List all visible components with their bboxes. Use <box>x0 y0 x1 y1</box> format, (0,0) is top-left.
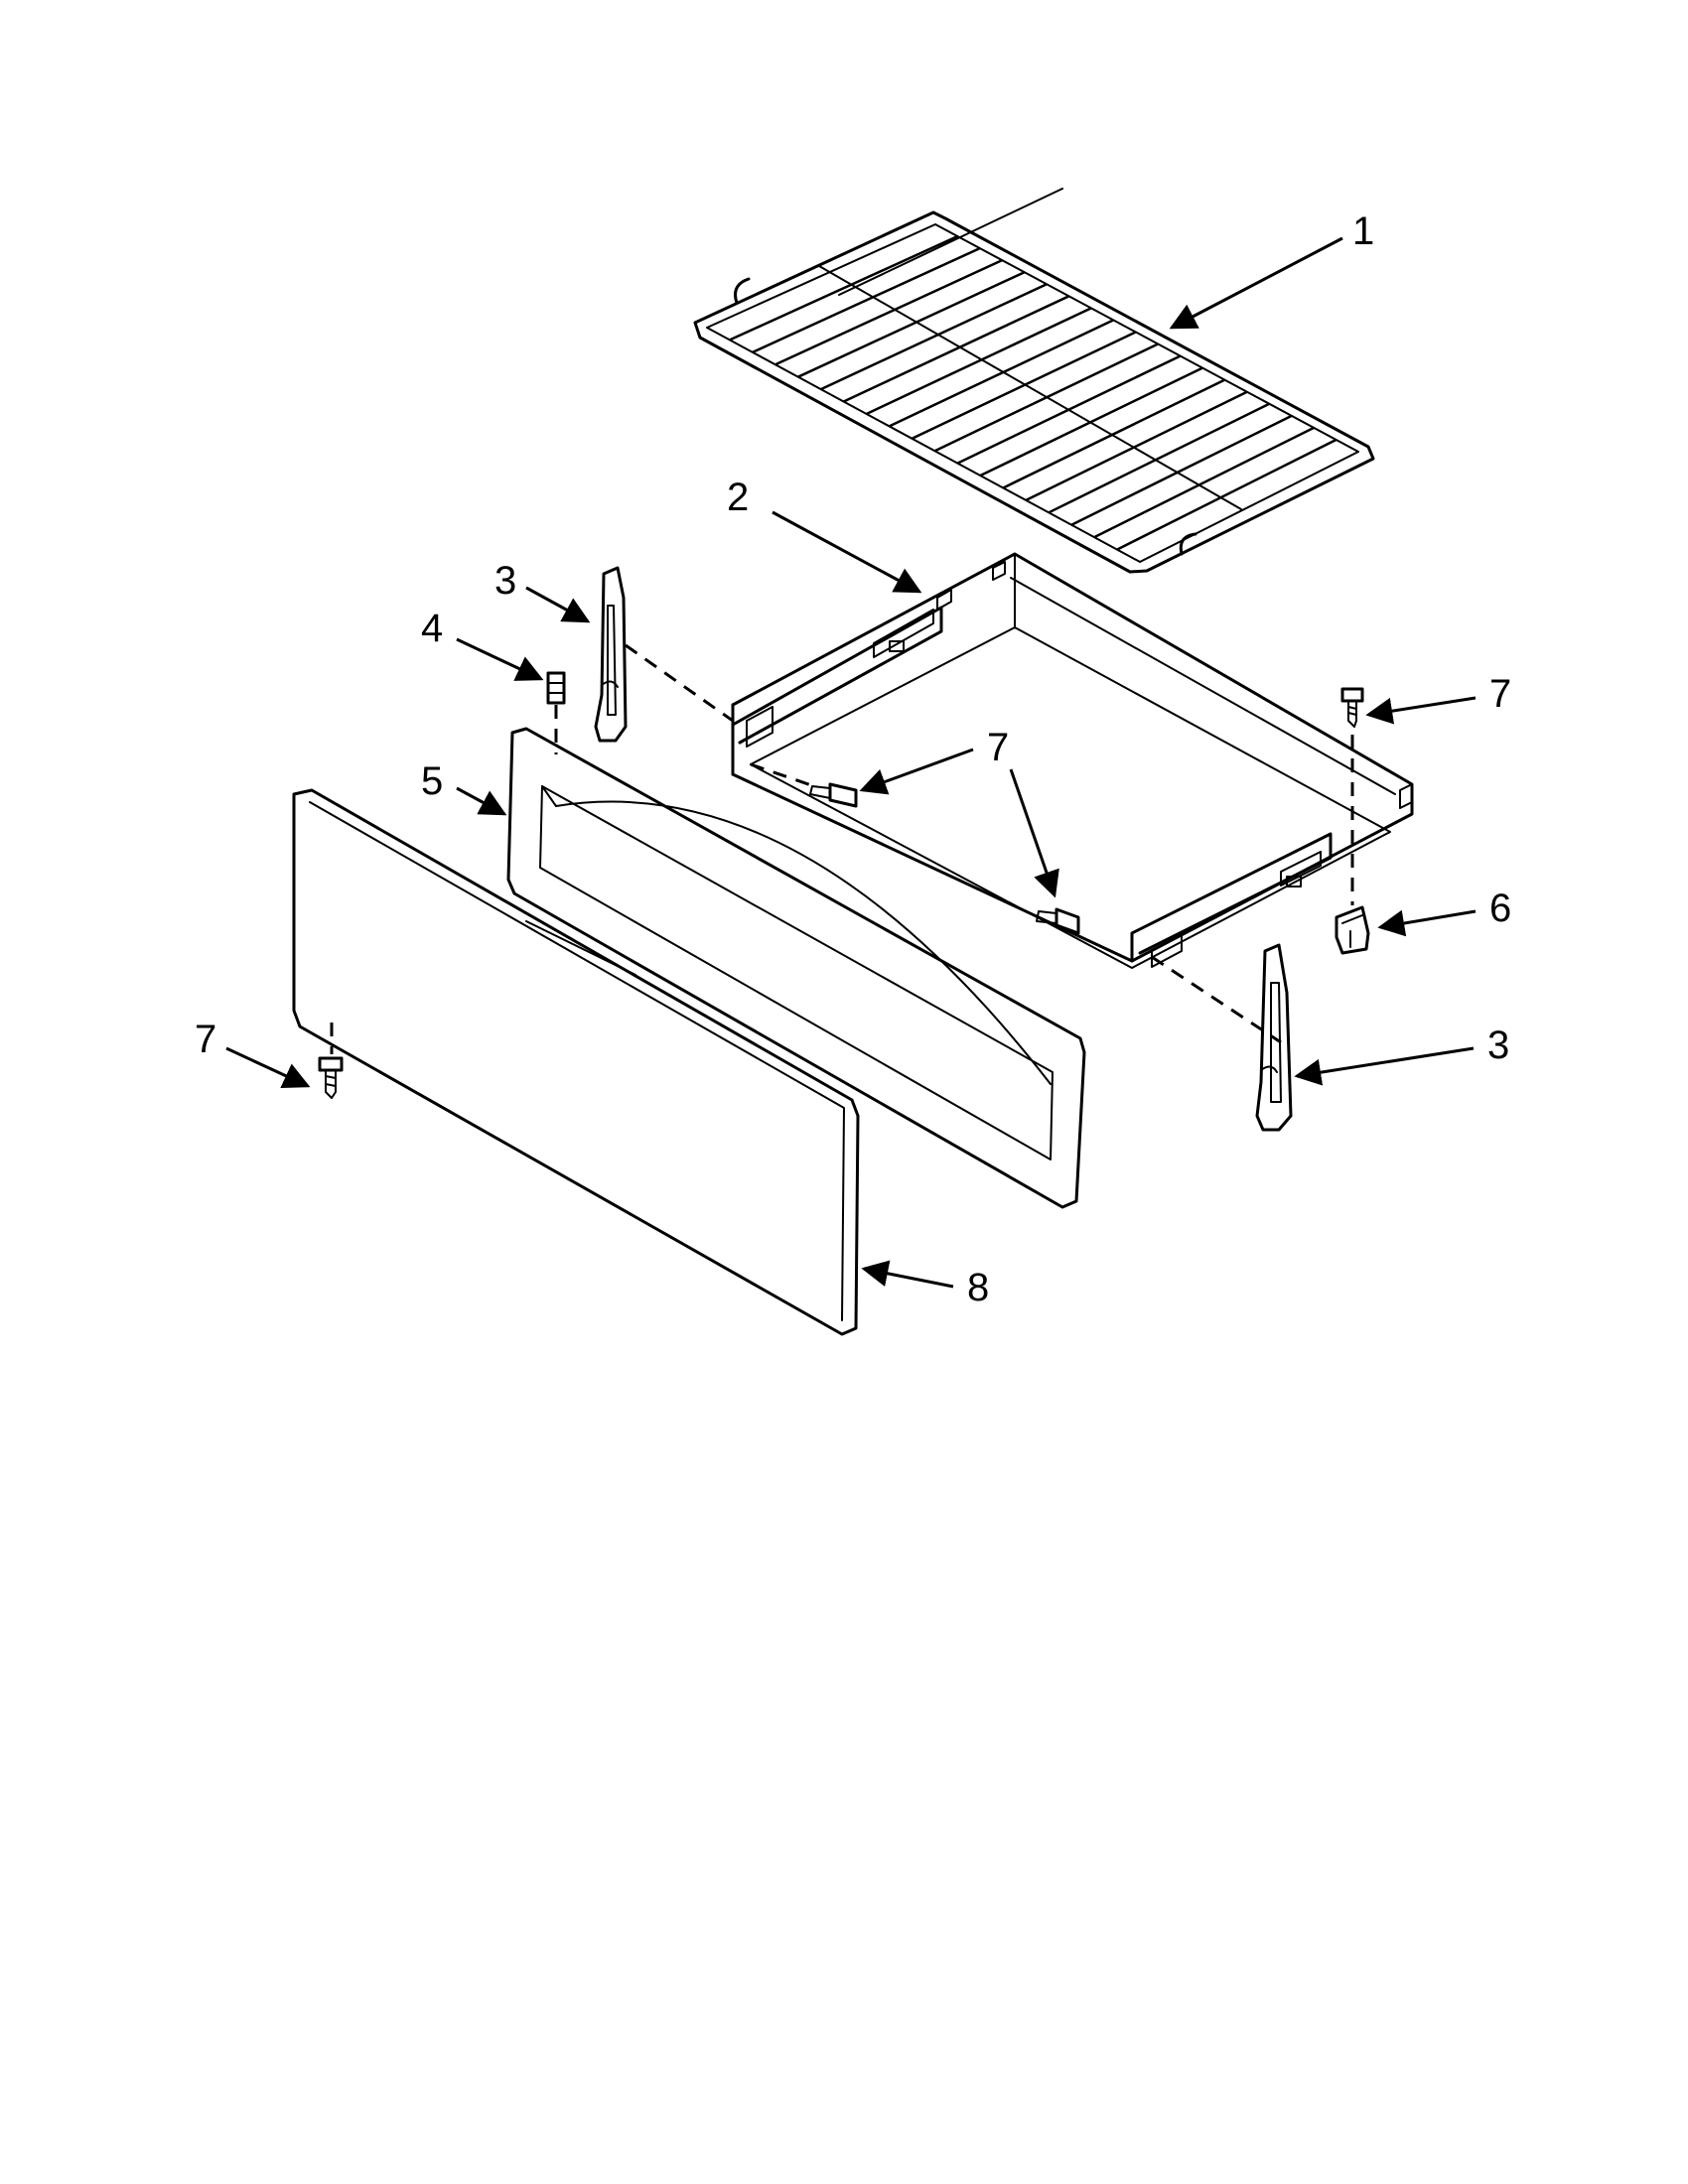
callout-4: 4 <box>421 607 443 650</box>
rack-wire <box>979 366 1203 478</box>
callout-3-right: 3 <box>1487 1024 1509 1067</box>
drawer-front-panel <box>292 788 860 1336</box>
rack-wire <box>889 319 1114 428</box>
callout-3-left: 3 <box>494 559 516 603</box>
drawer-slide-left <box>594 566 628 743</box>
callout-6: 6 <box>1489 887 1511 930</box>
callout-7-top-right: 7 <box>1489 672 1511 716</box>
screw-top-right <box>1340 687 1364 728</box>
rack-wire <box>843 295 1070 403</box>
callout-5: 5 <box>421 759 443 803</box>
clip <box>1335 905 1370 955</box>
callout-labels: 1 2 3 4 5 7 7 6 3 7 8 <box>195 209 1511 1309</box>
rack-wire <box>1093 426 1315 539</box>
drawer-body <box>731 552 1414 969</box>
drawer-inner-panel <box>506 727 1086 1209</box>
callout-2: 2 <box>727 476 749 519</box>
screw-drawer-left <box>809 782 858 808</box>
rack-wire <box>797 271 1026 378</box>
rack-wire <box>1048 402 1270 514</box>
alignment-lines <box>330 643 1354 1054</box>
rack-wire <box>1070 414 1293 526</box>
leader-lines <box>225 236 1477 1289</box>
rack-wire <box>1002 378 1226 489</box>
callout-7-front: 7 <box>195 1018 216 1061</box>
rack-wire <box>820 283 1048 391</box>
rack-wire <box>1116 438 1337 551</box>
rack-wire <box>866 307 1092 416</box>
rack-wire <box>774 259 1003 366</box>
callout-7-drawer: 7 <box>987 726 1009 769</box>
rack-wire <box>729 234 958 341</box>
callout-8: 8 <box>967 1266 989 1309</box>
screw-drawer-center <box>1036 907 1080 935</box>
rack-wire <box>1025 390 1248 502</box>
stud <box>546 671 566 705</box>
screw-front-bottom <box>318 1056 344 1099</box>
callout-1: 1 <box>1352 209 1374 253</box>
oven-rack <box>693 188 1375 574</box>
rack-wire <box>752 246 981 353</box>
rack-wires <box>729 234 1337 551</box>
rack-wire <box>911 331 1137 440</box>
